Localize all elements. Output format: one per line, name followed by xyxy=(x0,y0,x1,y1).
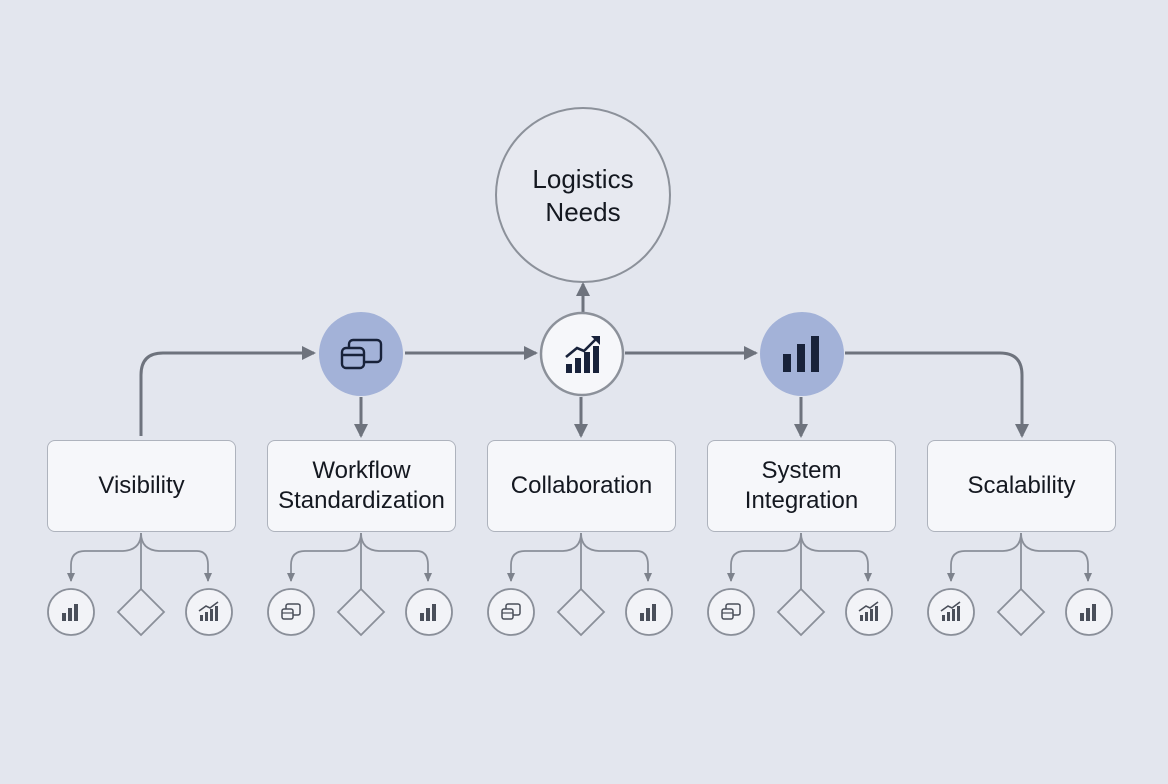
category-label-line2: Standardization xyxy=(278,487,445,514)
sub-connector-right xyxy=(580,532,652,582)
sub-connectors xyxy=(67,532,1092,589)
diamond-shape xyxy=(776,587,826,637)
trend-chart-icon xyxy=(845,588,893,636)
category-label-line1: Workflow xyxy=(312,457,411,484)
bar-chart-icon xyxy=(47,588,95,636)
windows-icon xyxy=(267,588,315,636)
bar-chart-icon xyxy=(783,336,819,372)
root-label: Logistics Needs xyxy=(497,163,669,229)
category-label-line1: System xyxy=(761,457,842,484)
category-workflow-standardization: Workflow Standardization xyxy=(267,440,456,532)
windows-icon xyxy=(487,588,535,636)
sub-connector-right xyxy=(140,532,212,582)
hub-trend xyxy=(539,311,625,397)
category-visibility: Visibility xyxy=(47,440,236,532)
sub-connector-left xyxy=(67,532,142,582)
hub-bars xyxy=(760,312,844,396)
bar-chart-icon xyxy=(625,588,673,636)
diamond-shape xyxy=(556,587,606,637)
trend-chart-icon xyxy=(927,588,975,636)
hub-windows xyxy=(319,312,403,396)
sub-connector-left xyxy=(287,532,362,582)
bar-chart-icon xyxy=(405,588,453,636)
windows-icon xyxy=(707,588,755,636)
connector-visibility-to-hub1 xyxy=(139,346,316,436)
sub-connector-left xyxy=(947,532,1022,582)
trend-chart-icon xyxy=(565,336,600,373)
diamond-shape xyxy=(996,587,1046,637)
category-collaboration: Collaboration xyxy=(487,440,676,532)
category-label-line1: Visibility xyxy=(98,472,185,499)
sub-connector-right xyxy=(360,532,432,582)
mini-icons xyxy=(47,587,1113,637)
connector-hub3-to-scalability xyxy=(845,351,1029,438)
category-label-line2: Integration xyxy=(744,487,859,514)
sub-connector-right xyxy=(1020,532,1092,582)
sub-connector-right xyxy=(800,532,872,582)
sub-connector-left xyxy=(507,532,582,582)
trend-chart-icon xyxy=(185,588,233,636)
category-label-line1: Collaboration xyxy=(510,472,653,499)
diamond-shape xyxy=(336,587,386,637)
category-label-line1: Scalability xyxy=(967,472,1076,499)
diamond-shape xyxy=(116,587,166,637)
root-label-line2: Needs xyxy=(545,197,621,227)
root-label-line1: Logistics xyxy=(532,164,634,194)
category-system-integration: System Integration xyxy=(707,440,896,532)
windows-icon xyxy=(340,338,383,370)
sub-connector-left xyxy=(727,532,802,582)
category-scalability: Scalability xyxy=(927,440,1116,532)
bar-chart-icon xyxy=(1065,588,1113,636)
